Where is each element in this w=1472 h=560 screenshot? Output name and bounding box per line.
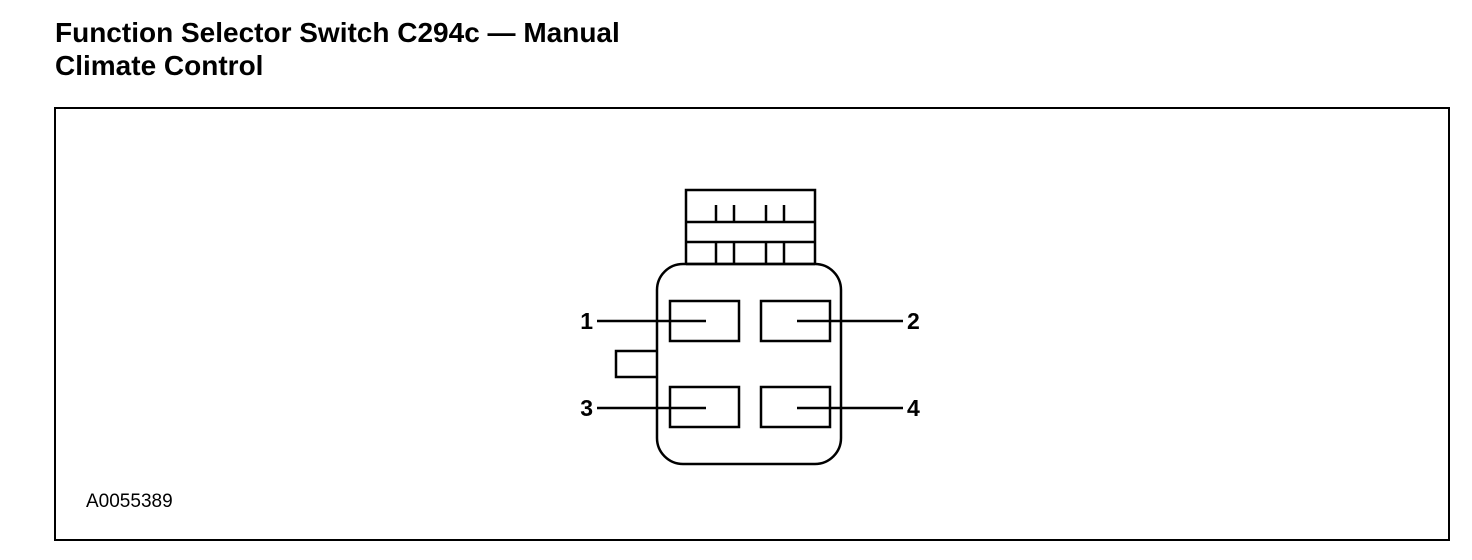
pin-label-4: 4	[907, 395, 920, 421]
connector-body	[655, 262, 843, 466]
pin-label-1: 1	[580, 308, 593, 334]
figure-id: A0055389	[86, 491, 173, 512]
pin-label-2: 2	[907, 308, 920, 334]
connector-latch	[684, 188, 817, 268]
pin-label-3: 3	[580, 395, 593, 421]
page-title-line-1: Function Selector Switch C294c — Manual	[55, 17, 620, 48]
page-title: Function Selector Switch C294c — Manual …	[55, 16, 620, 82]
figure-frame	[54, 107, 1450, 541]
page-title-line-2: Climate Control	[55, 50, 264, 81]
connector-key	[614, 349, 657, 379]
